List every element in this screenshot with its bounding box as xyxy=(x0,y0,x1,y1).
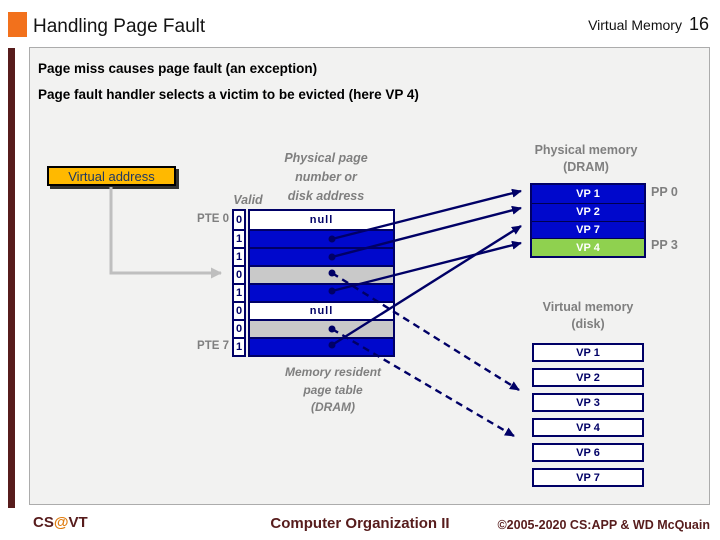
valid-bit: 1 xyxy=(234,229,244,247)
bullet-line: Page fault handler selects a victim to b… xyxy=(38,87,419,102)
page-table-row xyxy=(250,265,393,283)
page-table: null null xyxy=(248,209,395,357)
header-line: Virtual memory xyxy=(542,300,634,314)
header-line: disk address xyxy=(287,189,365,203)
footer-brand-at: @ xyxy=(53,514,69,531)
footer-course-title: Computer Organization II xyxy=(270,515,450,532)
header-line: (disk) xyxy=(571,317,605,331)
footer-brand-cs: CS xyxy=(33,514,54,531)
virtual-address-box: Virtual address xyxy=(47,166,176,186)
page-table-row xyxy=(250,283,393,301)
pp-label: PP 0 xyxy=(651,185,678,199)
header-line: number or xyxy=(295,170,357,184)
page-table-row xyxy=(250,247,393,265)
page-table-row: null xyxy=(250,301,393,319)
header-line: Physical memory xyxy=(534,143,638,157)
physical-page-row-victim: VP 4 xyxy=(532,238,644,256)
virtual-memory-stack: VP 1 VP 2 VP 3 VP 4 VP 6 VP 7 xyxy=(532,343,644,487)
disk-page-box: VP 6 xyxy=(532,443,644,462)
valid-bit: 1 xyxy=(234,337,244,355)
caption-line: Memory resident xyxy=(284,365,382,379)
header-line: Physical page xyxy=(284,151,368,165)
valid-bit: 1 xyxy=(234,283,244,301)
physical-memory-header: Physical memory (DRAM) xyxy=(518,142,654,176)
virtual-memory-header: Virtual memory (disk) xyxy=(522,299,654,333)
page-title: Handling Page Fault xyxy=(33,16,206,37)
footer-copyright: ©2005-2020 CS:APP & WD McQuain xyxy=(497,518,710,532)
page-table-row xyxy=(250,337,393,355)
page-table-row xyxy=(250,319,393,337)
valid-column-header: Valid xyxy=(233,193,263,207)
physical-memory-box: VP 1 VP 2 VP 7 VP 4 xyxy=(530,183,646,258)
page-table-valid-column: 0 1 1 0 1 0 0 1 xyxy=(232,209,246,357)
page-table-caption: Memory resident page table (DRAM) xyxy=(272,364,394,417)
disk-page-box: VP 3 xyxy=(532,393,644,412)
disk-page-box: VP 1 xyxy=(532,343,644,362)
caption-line: page table xyxy=(303,382,363,397)
valid-bit: 0 xyxy=(234,265,244,283)
slide-header-right: Virtual Memory 16 xyxy=(588,14,709,35)
pte-entry-label: null xyxy=(309,305,334,317)
footer-brand-vt: VT xyxy=(68,514,88,531)
pte-entry-label: null xyxy=(309,214,334,226)
caption-line: (DRAM) xyxy=(311,400,355,414)
footer-brand: CS@VT xyxy=(33,514,88,531)
valid-bit: 1 xyxy=(234,247,244,265)
valid-bit: 0 xyxy=(234,301,244,319)
slide-accent-square xyxy=(8,12,27,37)
physical-page-row: VP 1 xyxy=(532,185,644,203)
physical-page-row: VP 7 xyxy=(532,220,644,239)
page-number: 16 xyxy=(688,14,709,34)
disk-page-box: VP 4 xyxy=(532,418,644,437)
page-table-content-header: Physical page number or disk address xyxy=(260,149,392,206)
pte-last-label: PTE 7 xyxy=(197,340,229,352)
valid-bit: 0 xyxy=(235,214,243,226)
valid-bit: 0 xyxy=(234,319,244,337)
page-table-row: null xyxy=(250,211,393,229)
disk-page-box: VP 2 xyxy=(532,368,644,387)
bullet-line: Page miss causes page fault (an exceptio… xyxy=(38,61,318,76)
header-line: (DRAM) xyxy=(563,160,609,174)
disk-page-box: VP 7 xyxy=(532,468,644,487)
physical-page-row: VP 2 xyxy=(532,202,644,221)
topic-label: Virtual Memory xyxy=(588,17,682,33)
left-accent-bar xyxy=(8,48,15,508)
pp-label: PP 3 xyxy=(651,238,678,252)
pte-first-label: PTE 0 xyxy=(197,213,229,225)
page-table-row xyxy=(250,229,393,247)
